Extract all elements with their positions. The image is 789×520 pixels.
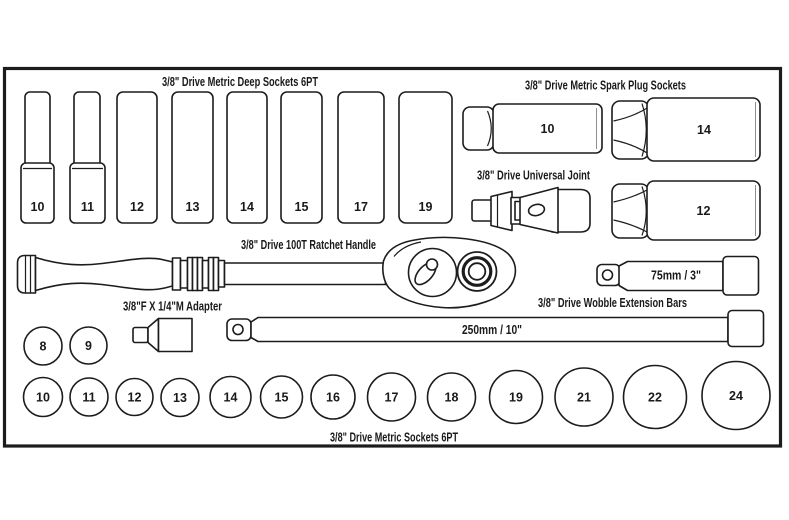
universal-joint-label: 3/8" Drive Universal Joint [477, 168, 590, 183]
deep-socket-10: 10 [20, 91, 55, 224]
socket-size-label: 13 [186, 200, 200, 214]
extension-bars-section: 3/8" Drive Wobble Extension Bars 75mm / … [226, 255, 765, 348]
socket-circle-19: 19 [488, 369, 544, 425]
extension-bar-75mm: 75mm / 3" [596, 255, 760, 296]
socket-size-label: 14 [697, 123, 711, 137]
socket-size-label: 24 [729, 389, 743, 403]
deep-sockets-section: 3/8" Drive Metric Deep Sockets 6PT 10 11… [20, 74, 453, 224]
adapter-label: 3/8"F X 1/4"M Adapter [123, 299, 222, 314]
socket-size-label: 11 [82, 391, 95, 405]
ratchet-butt-cap [16, 254, 37, 294]
socket-size-label: 22 [648, 391, 662, 405]
spark-plug-socket-12: 12 [611, 180, 761, 241]
socket-circle-16: 16 [310, 374, 356, 420]
uj-drive-square [471, 199, 494, 222]
deep-socket-14: 14 [226, 91, 268, 224]
deep-socket-13: 13 [171, 91, 214, 224]
uj-body [551, 188, 591, 233]
socket-circle-8: 8 [23, 326, 63, 366]
deep-socket-12: 12 [116, 91, 158, 224]
socket-circle-17: 17 [366, 372, 417, 422]
socket-size-label: 10 [541, 122, 555, 136]
extension-bar-250mm: 250mm / 10" [226, 309, 765, 348]
ratchet-drive-ring-inner [467, 262, 487, 281]
socket-size-label: 11 [81, 200, 94, 214]
extension-bars-label: 3/8" Drive Wobble Extension Bars [538, 295, 687, 310]
socket-circle-12: 12 [115, 377, 154, 417]
socket-size-label: 19 [509, 391, 523, 405]
ratchet-collar-ribs [171, 256, 226, 292]
socket-circle-15: 15 [259, 375, 304, 419]
socket-circle-13: 13 [160, 377, 200, 418]
socket-size-label: 12 [130, 200, 144, 214]
socket-circle-9: 9 [69, 326, 108, 365]
socket-size-label: 8 [40, 340, 47, 354]
socket-circle-18: 18 [426, 372, 477, 422]
socket-size-label: 13 [173, 391, 187, 405]
universal-joint: 3/8" Drive Universal Joint [471, 168, 591, 234]
socket-size-label: 14 [224, 391, 238, 405]
socket-size-label: 9 [85, 339, 92, 353]
socket-circle-22: 22 [622, 364, 688, 430]
adapter: 3/8"F X 1/4"M Adapter [123, 299, 222, 353]
spark-plug-title: 3/8" Drive Metric Spark Plug Sockets [525, 78, 686, 93]
ratchet-handle: 3/8" Drive 100T Ratchet Handle [16, 236, 517, 309]
socket-size-label: 17 [354, 200, 368, 214]
ratchet-shaft [223, 262, 387, 286]
drive-end-250mm [727, 309, 765, 348]
standard-sockets-section: 8 9 10 11 12 13 14 15 [22, 326, 771, 445]
socket-circle-10: 10 [22, 376, 64, 418]
standard-sockets-title: 3/8" Drive Metric Sockets 6PT [330, 430, 458, 445]
uj-pin-hole [527, 203, 546, 217]
spark-plug-sockets-section: 3/8" Drive Metric Spark Plug Sockets 10 … [462, 78, 761, 241]
wobble-hole [232, 323, 244, 336]
ratchet-handle-label: 3/8" Drive 100T Ratchet Handle [241, 237, 376, 252]
socket-circle-11: 11 [69, 377, 109, 417]
ratchet-drive-ring-mid [461, 256, 493, 287]
socket-size-label: 18 [445, 391, 459, 405]
extension-75mm-label: 75mm / 3" [651, 269, 701, 283]
socket-size-label: 10 [31, 200, 45, 214]
spark-plug-socket-14: 14 [611, 97, 761, 162]
socket-size-label: 15 [275, 391, 289, 405]
socket-circle-24: 24 [701, 360, 771, 431]
socket-size-label: 10 [36, 391, 50, 405]
socket-size-label: 16 [326, 391, 340, 405]
adapter-body [157, 317, 193, 353]
socket-size-label: 15 [295, 200, 309, 214]
wobble-hole [601, 269, 614, 281]
deep-socket-19: 19 [398, 91, 453, 224]
socket-circle-21: 21 [554, 367, 614, 427]
deep-sockets-title: 3/8" Drive Metric Deep Sockets 6PT [162, 74, 318, 89]
socket-size-label: 12 [128, 391, 142, 405]
socket-size-label: 19 [419, 200, 433, 214]
deep-socket-15: 15 [280, 91, 323, 224]
deep-socket-17: 17 [337, 91, 385, 224]
socket-circle-14: 14 [209, 375, 252, 419]
socket-size-label: 14 [240, 200, 254, 214]
socket-size-label: 21 [577, 391, 591, 405]
deep-socket-11: 11 [69, 91, 106, 224]
adapter-male-end [132, 326, 149, 344]
drive-end-75mm [722, 255, 760, 296]
socket-size-label: 12 [697, 204, 711, 218]
socket-size-label: 17 [385, 391, 399, 405]
extension-250mm-label: 250mm / 10" [462, 323, 522, 337]
spark-plug-socket-10: 10 [462, 103, 603, 154]
